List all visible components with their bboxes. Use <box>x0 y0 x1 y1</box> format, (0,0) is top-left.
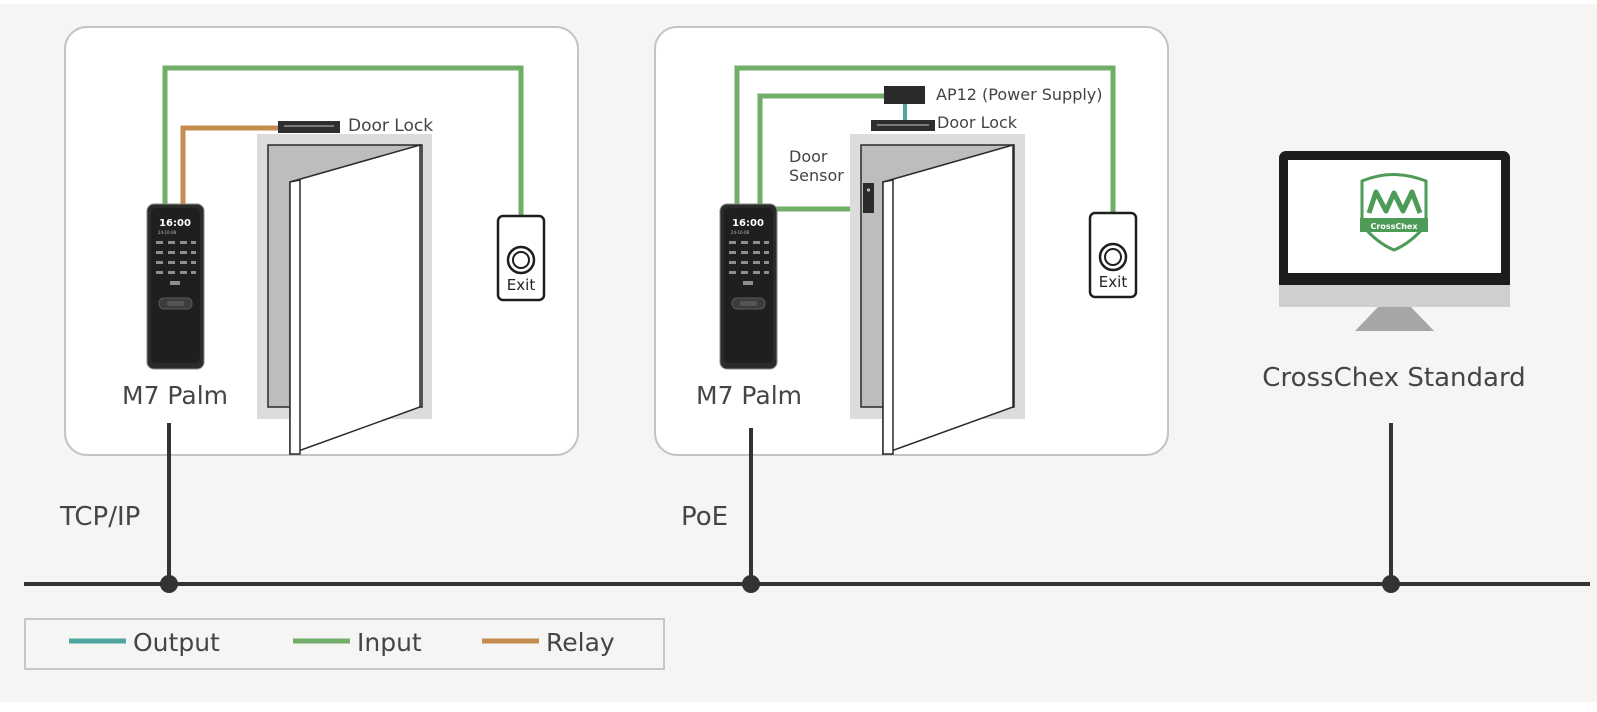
device-label: M7 Palm <box>122 381 228 410</box>
door-sensor-icon <box>863 183 874 213</box>
m7-palm-device-icon <box>146 203 205 370</box>
panel-tcpip-setup: Door Lock Exit <box>64 26 579 456</box>
input-wire-power-supply <box>757 93 885 205</box>
door-icon <box>257 134 432 456</box>
junction-node <box>1382 575 1400 593</box>
crosschex-monitor-icon: CrossChex <box>1279 151 1510 331</box>
crosschex-shield-logo-icon <box>1360 173 1428 252</box>
panel-poe-setup: AP12 (Power Supply) Door Lock Door Senso… <box>654 26 1169 456</box>
software-label: CrossChex Standard <box>1262 363 1525 393</box>
m7-palm-device-icon <box>719 203 778 370</box>
exit-button-icon <box>1088 211 1138 299</box>
door-lock-icon <box>871 120 935 131</box>
input-wire-exit-button <box>734 65 1116 213</box>
door-sensor-label-line1: Door <box>789 147 828 166</box>
connection-label-poe: PoE <box>681 502 728 532</box>
network-bus <box>24 423 1590 593</box>
door-lock-label: Door Lock <box>348 116 433 136</box>
logo-text: CrossChex <box>1371 222 1419 231</box>
connection-label-tcpip: TCP/IP <box>59 502 140 532</box>
door-sensor-label-line2: Sensor <box>789 166 844 185</box>
door-lock-icon <box>278 121 340 133</box>
exit-button-icon <box>496 214 546 302</box>
device-time: 16:00 <box>732 218 764 229</box>
power-supply-label: AP12 (Power Supply) <box>936 85 1103 104</box>
relay-wire-door-lock <box>180 125 280 205</box>
door-icon <box>850 134 1025 456</box>
exit-label: Exit <box>507 276 536 294</box>
junction-node <box>742 575 760 593</box>
input-wire-exit-button <box>162 65 524 216</box>
legend-label-relay: Relay <box>546 628 615 657</box>
legend-label-input: Input <box>357 628 422 657</box>
device-date: 24-10-08 <box>731 230 750 235</box>
device-label: M7 Palm <box>696 381 802 410</box>
legend-label-output: Output <box>133 628 220 657</box>
legend-box <box>24 618 665 670</box>
device-date: 24-10-08 <box>158 230 177 235</box>
legend: Output Input Relay <box>24 618 665 670</box>
door-lock-label: Door Lock <box>937 113 1018 132</box>
device-time: 16:00 <box>159 218 191 229</box>
junction-node <box>160 575 178 593</box>
power-supply-icon <box>884 86 925 104</box>
exit-label: Exit <box>1099 273 1128 291</box>
